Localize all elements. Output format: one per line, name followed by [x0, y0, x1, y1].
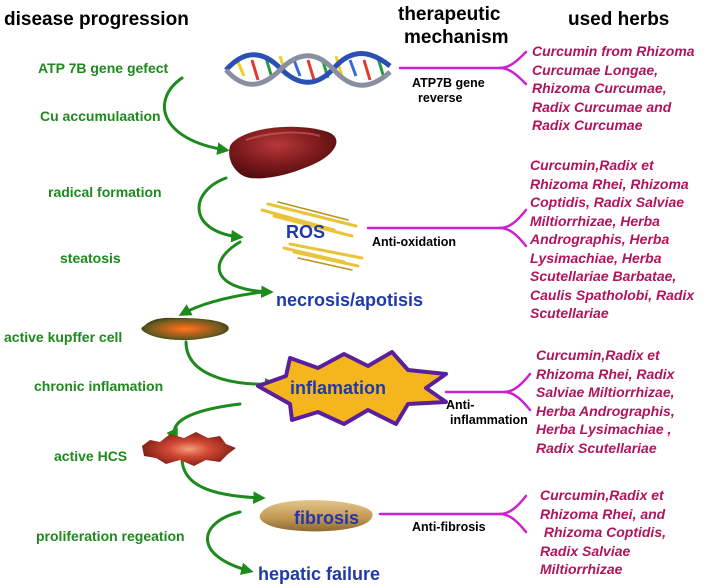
mechanism-atp7b-line2: reverse [418, 91, 463, 105]
connector-antioxidation [366, 208, 528, 248]
herb-list-antiinflammation: Curcumin,Radix et Rhizoma Rhei, Radix Sa… [536, 347, 675, 456]
arrow-hcs-to-fibrosis [180, 456, 266, 504]
label-atp7b-defect: ATP 7B gene gefect [38, 60, 169, 76]
connector-antifibrosis [378, 494, 528, 534]
mechanism-connectors [366, 50, 532, 534]
node-ros: ROS [286, 222, 326, 242]
arrow-radical-to-necrosis [217, 240, 274, 298]
header-therapeutic-line1: therapeutic [398, 4, 501, 25]
label-active-hcs: active HCS [54, 448, 128, 464]
connector-atp7b [398, 50, 528, 86]
kupffer-cell-icon [141, 317, 229, 341]
ros-lightning-icon [260, 201, 364, 271]
mechanism-antifibrosis: Anti-fibrosis [412, 520, 486, 534]
inflammation-starburst-icon [256, 350, 448, 426]
label-active-kupffer: active kupffer cell [4, 329, 123, 345]
header-therapeutic-line2: mechanism [404, 27, 509, 48]
fibrosis-cell-icon [259, 500, 373, 532]
node-hepatic-failure: hepatic failure [258, 564, 381, 584]
liver-icon [229, 126, 337, 179]
header-used-herbs: used herbs [568, 9, 670, 30]
label-chronic-inflammation: chronic inflamation [34, 378, 164, 394]
node-inflammation: inflamation [290, 378, 387, 398]
label-steatosis: steatosis [60, 250, 121, 266]
arrow-kupffer-to-inflammation [184, 340, 278, 391]
arrow-inflammation-to-hcs [166, 402, 242, 442]
connector-antiinflammation [444, 372, 532, 412]
arrow-atp7b-to-liver [163, 76, 230, 155]
header-disease-progression: disease progression [4, 9, 189, 30]
label-radical-formation: radical formation [48, 184, 162, 200]
progression-arrows [163, 76, 278, 575]
herb-list-atp7b: Curcumin from Rhizoma Curcumae Longae, R… [532, 43, 695, 133]
dna-helix-icon [224, 51, 392, 88]
mechanism-atp7b-line1: ATP7B gene [412, 76, 485, 90]
herb-list-antioxidation: Curcumin,Radix et Rhizoma Rhei, Rhizoma … [530, 157, 695, 321]
hcs-cell-icon [142, 432, 236, 466]
arrow-fibrosis-to-hepatic [206, 510, 254, 575]
label-cu-accumulation: Cu accumulaation [40, 108, 161, 124]
arrow-liver-to-radical [197, 176, 244, 243]
arrow-steatosis-to-kupffer [178, 290, 264, 316]
mechanism-antiinflammation-line2: inflammation [450, 413, 528, 427]
node-necrosis: necrosis/apotisis [276, 290, 424, 310]
node-fibrosis: fibrosis [294, 508, 360, 528]
mechanism-antiinflammation-line1: Anti- [446, 398, 475, 412]
herb-list-antifibrosis: Curcumin,Radix et Rhizoma Rhei, and Rhiz… [540, 487, 666, 577]
mechanism-antioxidation: Anti-oxidation [372, 235, 457, 249]
label-proliferation: proliferation regeation [36, 528, 185, 544]
